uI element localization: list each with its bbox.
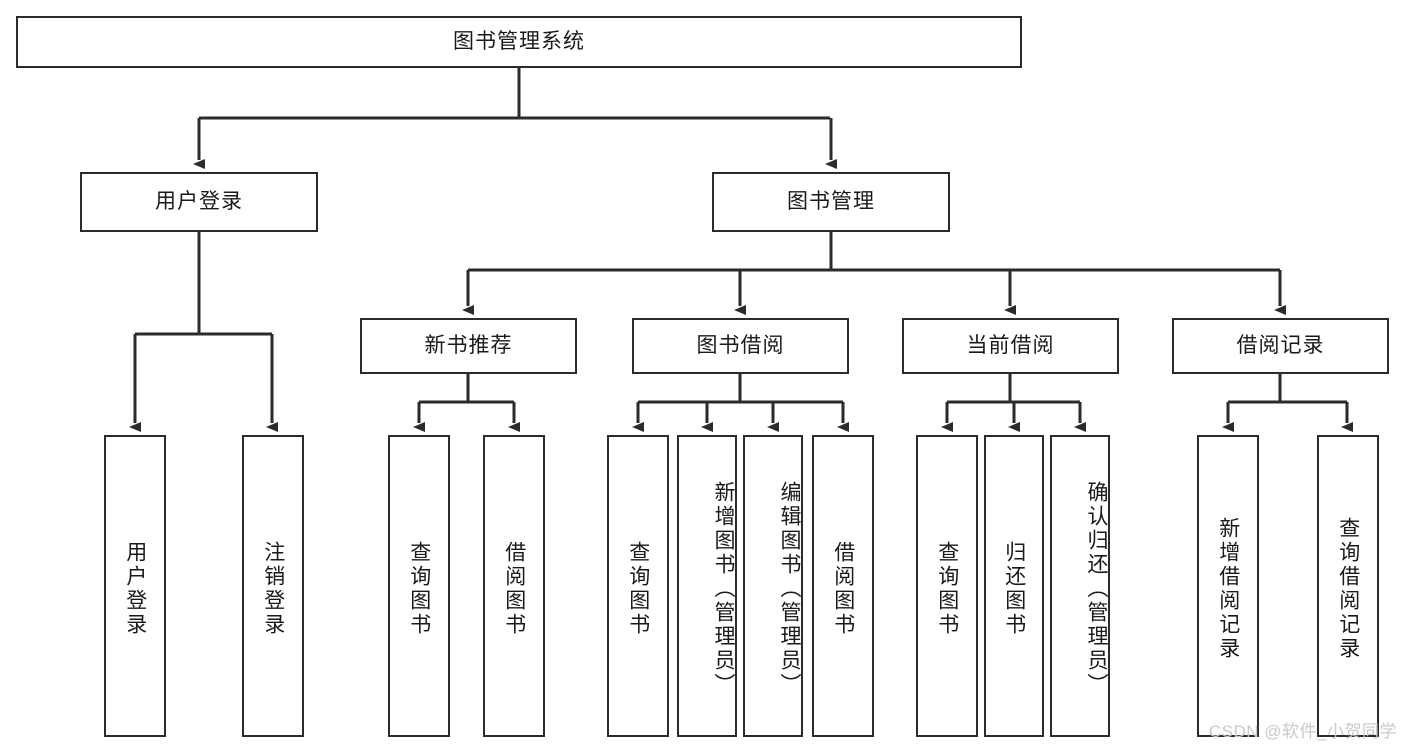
node-label: 查询图书 <box>935 541 959 637</box>
node-leaf-confirm-return[interactable]: 确认归还（管理员） <box>1050 435 1110 737</box>
node-leaf-logout[interactable]: 注销登录 <box>242 435 304 737</box>
node-label: 借阅图书 <box>831 541 855 637</box>
node-label: 查询图书 <box>626 541 650 637</box>
node-label: 注销登录 <box>261 541 285 637</box>
node-label: 确认归还（管理员） <box>1085 481 1108 697</box>
node-leaf-add-book[interactable]: 新增图书（管理员） <box>677 435 737 737</box>
node-label: 查询图书 <box>407 541 431 637</box>
node-new-book-recommend[interactable]: 新书推荐 <box>360 318 577 374</box>
node-current-borrow[interactable]: 当前借阅 <box>902 318 1119 374</box>
node-root-system[interactable]: 图书管理系统 <box>16 16 1022 68</box>
node-leaf-return-book[interactable]: 归还图书 <box>984 435 1044 737</box>
node-label: 图书管理 <box>787 190 875 214</box>
node-label: 用户登录 <box>155 190 243 214</box>
node-book-borrow[interactable]: 图书借阅 <box>632 318 849 374</box>
node-leaf-borrow-book[interactable]: 借阅图书 <box>812 435 874 737</box>
node-leaf-query-book-borrow[interactable]: 查询图书 <box>607 435 669 737</box>
node-label: 借阅图书 <box>502 541 526 637</box>
node-borrow-record[interactable]: 借阅记录 <box>1172 318 1389 374</box>
node-leaf-query-book-cur[interactable]: 查询图书 <box>916 435 978 737</box>
node-leaf-query-book-rec[interactable]: 查询图书 <box>388 435 450 737</box>
watermark-text: CSDN @软件_小贺同学 <box>1208 722 1397 741</box>
node-label: 查询借阅记录 <box>1336 517 1360 661</box>
node-leaf-borrow-book-rec[interactable]: 借阅图书 <box>483 435 545 737</box>
node-leaf-add-record[interactable]: 新增借阅记录 <box>1197 435 1259 737</box>
node-label: 借阅记录 <box>1236 334 1325 358</box>
node-label: 新增借阅记录 <box>1216 517 1240 661</box>
node-label: 当前借阅 <box>966 334 1055 358</box>
node-leaf-edit-book[interactable]: 编辑图书（管理员） <box>743 435 803 737</box>
node-label: 图书借阅 <box>696 334 785 358</box>
node-leaf-user-login[interactable]: 用户登录 <box>104 435 166 737</box>
node-user-login[interactable]: 用户登录 <box>80 172 318 232</box>
node-label: 新增图书（管理员） <box>712 481 735 697</box>
node-label: 图书管理系统 <box>453 30 585 54</box>
node-leaf-query-record[interactable]: 查询借阅记录 <box>1317 435 1379 737</box>
node-book-manage[interactable]: 图书管理 <box>712 172 950 232</box>
node-label: 归还图书 <box>1002 541 1026 637</box>
node-label: 用户登录 <box>123 541 147 637</box>
node-label: 编辑图书（管理员） <box>778 481 801 697</box>
node-label: 新书推荐 <box>424 334 513 358</box>
